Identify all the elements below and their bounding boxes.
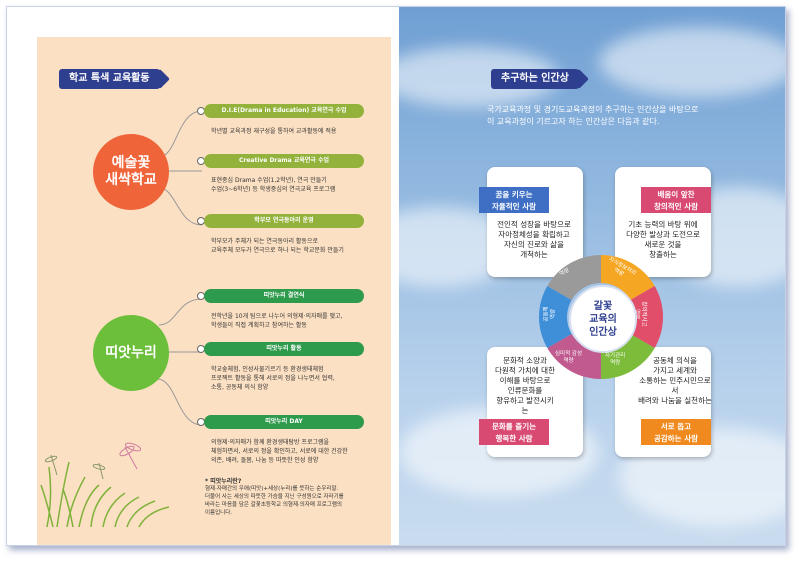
brochure-spread: 학교 특색 교육활동 [6,6,786,546]
card-tag-happy: 문화를 즐기는 행복한 사람 [479,419,549,445]
ideal-card-autonomous [487,167,583,277]
left-page: 학교 특색 교육활동 [7,7,399,545]
footnote-title: * 띠앗누리란? [205,478,242,485]
card-text-happy: 문화적 소양과 다원적 가치에 대한 이해를 바탕으로 인류문화를 향유하고 발… [495,356,555,415]
ring-segment [547,255,601,300]
card-text-creative: 기초 능력의 바탕 위에 다양한 발상과 도전으로 새로운 것을 창출하는 [626,220,700,259]
cloud [599,27,785,97]
competency-ring [538,255,664,379]
card-text-empathy: 공동체 의식을 가지고 세계와 소통하는 민주시민으로서 배려와 나눔을 실천하… [638,356,712,405]
ring-label: 심미적 감성 역량 [555,351,583,364]
circle-ttiat-nuri: 띠앗누리 [93,315,169,391]
activity-title-bar: Creative Drama 교육연극 수업 [204,154,364,168]
ring-segment [601,255,655,300]
ring-segment [538,286,572,348]
card-tag-autonomous: 꿈을 키우는 자율적인 사람 [479,187,549,213]
circle-art-school: 예술꽃 새싹학교 [93,134,169,210]
activity-desc: 의형제·의자매가 함께 환경생태탐방 프로그램을 체험하면서, 서로의 정을 확… [211,439,348,464]
activity-title-bar: 띠앗누리 DAY [204,415,364,429]
card-tag-empathy: 서로 돕고 공감하는 사람 [641,419,711,445]
footnote-body: 형제·자매간의 우애(띠앗)+세상(누리)를 뜻하는 순우리말. 더불어 사는 … [205,486,344,516]
card-text-autonomous: 전인적 성장을 바탕으로 자아정체성을 확립하고 자신의 진로와 삶을 개척하는 [497,220,571,259]
intro-text: 국가교육과정 및 경기도교육과정이 추구하는 인간상을 바탕으로 이 교육과정이… [487,105,699,126]
activity-desc: 학교숲체험, 인성사물기르기 등 환경생태체험 프로젝트 활동을 통해 서로의 … [211,366,335,391]
right-page: 추구하는 인간상 국가교육과정 및 경기도교육과정이 추구하는 인간상을 바탕으… [399,7,785,545]
activity-title-bar: 띠앗누리 결연식 [204,289,364,303]
right-section-title: 추구하는 인간상 [491,69,579,89]
card-tag-creative: 배움이 앞찬 창의적인 사람 [641,187,711,213]
center-ideal-label: 갈꽃 교육의 인간상 [569,285,637,353]
activity-desc: 학년별 교육과정 재구성을 통하여 교과활동에 적용 [211,128,337,135]
activity-title-bar: 띠앗누리 활동 [204,342,364,356]
activity-title-bar: 학부모 연극동아리 운영 [204,214,364,228]
left-section-title: 학교 특색 교육활동 [59,69,160,89]
ring-segment [630,286,664,348]
ring-label: 공동체 역량 [543,306,557,322]
dragonfly-icon [44,454,106,480]
dragonfly-icon [119,442,142,470]
activity-desc: 표현중심 Drama 수업(1,2학년), 연극 만들기 수업(3~6학년) 등… [211,177,336,193]
activity-desc: 전학년을 10개 팀으로 나누어 의형제·의자매를 맺고, 학생들이 직접 계획… [211,313,343,329]
activity-title-bar: D.I.E(Drama in Education) 교육연극 수업 [204,104,364,118]
ring-segment [601,334,655,379]
activity-desc: 학부모가 주체가 되는 연극동아리 활동으로 교육주체 모두가 연극으로 하나 … [211,238,344,254]
grass-illustration [40,461,170,528]
ring-label: 자기관리 역량 [605,353,626,366]
ideal-card-creative [615,167,711,277]
ring-segment [547,334,601,379]
